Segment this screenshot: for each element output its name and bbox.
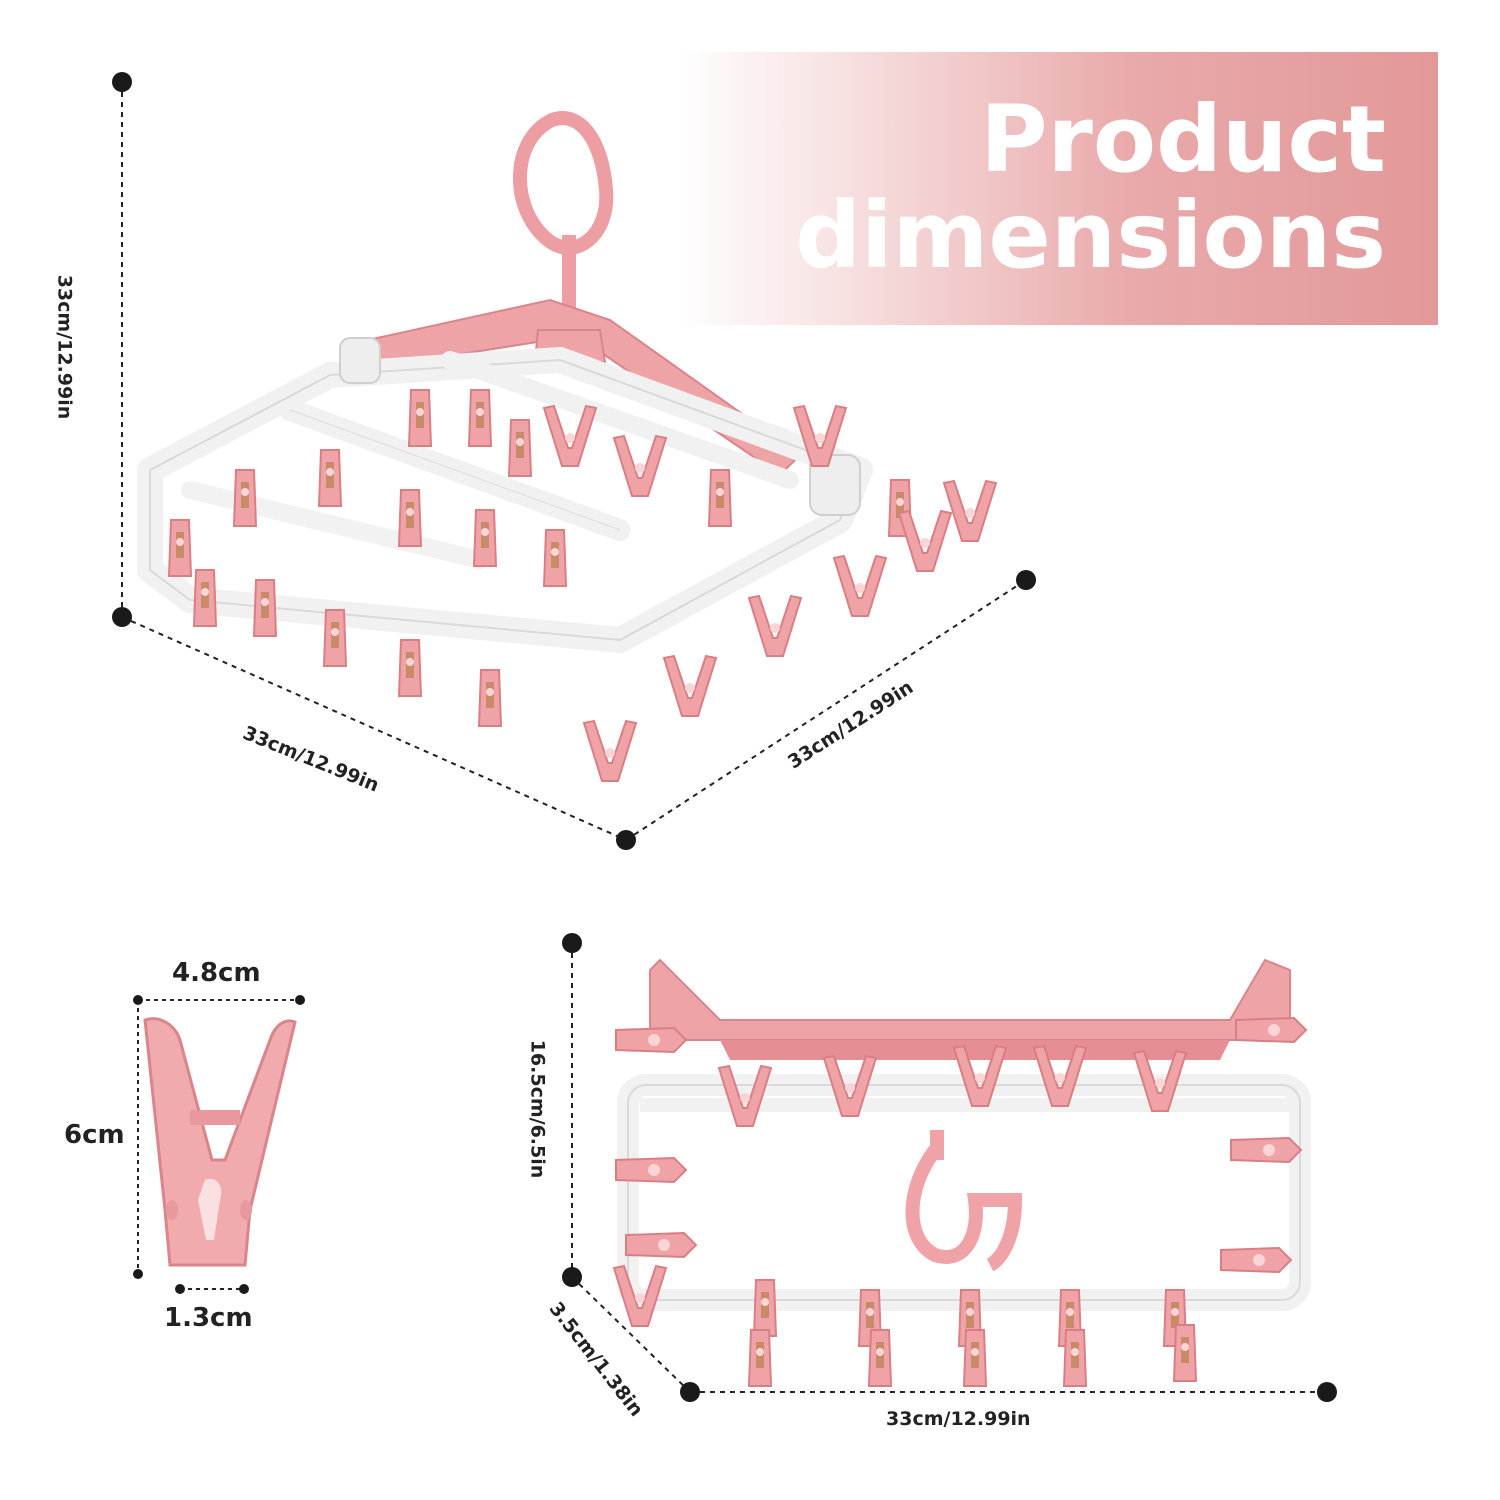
folded-clips: [613, 1017, 1307, 1387]
dimension-lines-clip: [137, 999, 300, 1290]
title-banner: Product dimensions: [678, 52, 1438, 325]
hanger-hook: [513, 111, 614, 255]
folded-hanger: [613, 958, 1311, 1387]
dimension-dots-clip: [133, 995, 305, 1294]
label-folded-height: 16.5cm/6.5in: [526, 1039, 549, 1179]
dimension-dots-folded: [562, 933, 1337, 1402]
hanger-top-view: [137, 111, 997, 782]
banner-title-line2: dimensions: [795, 182, 1386, 289]
dimension-lines-folded: [571, 943, 1327, 1393]
label-clip-width-bottom: 1.3cm: [164, 1303, 253, 1333]
label-clip-width-top: 4.8cm: [172, 958, 261, 988]
dimension-lines-top: [121, 82, 1027, 841]
banner-title-line1: Product: [980, 86, 1386, 193]
label-clip-height: 6cm: [64, 1120, 125, 1150]
label-folded-width: 33cm/12.99in: [886, 1408, 1031, 1430]
banner-title: Product dimensions: [795, 92, 1386, 284]
single-clip: [143, 1017, 297, 1267]
label-main-height: 33cm/12.99in: [53, 274, 76, 420]
dimension-dots-top: [112, 72, 1036, 850]
